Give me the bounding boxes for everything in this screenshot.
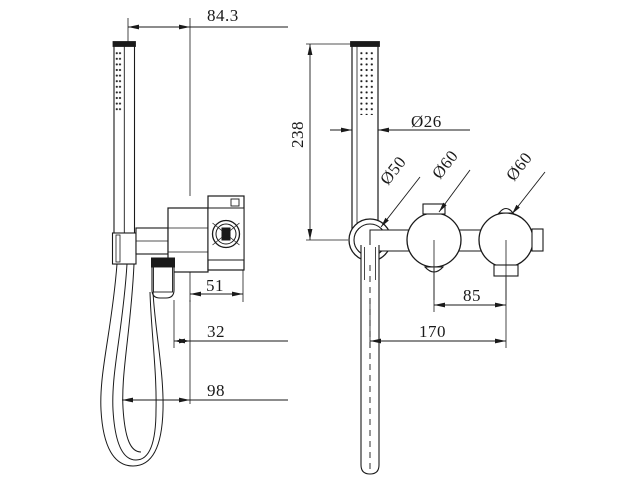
leader-60-b <box>511 171 546 215</box>
dimension-170 <box>369 300 507 348</box>
front-handle-mixer <box>478 207 544 300</box>
dimension-label-26: Ø26 <box>411 112 442 131</box>
front-view-dimensions <box>306 43 546 348</box>
side-handset <box>112 41 136 265</box>
dimension-32 <box>173 300 288 348</box>
dimension-label-51: 51 <box>206 276 224 295</box>
dimension-label-85: 85 <box>463 286 481 305</box>
dimension-label-60-b: Ø60 <box>502 149 536 185</box>
front-view-geometry <box>348 41 544 475</box>
dimension-98 <box>122 348 288 404</box>
dimension-26 <box>330 100 470 150</box>
dimension-238 <box>306 43 352 241</box>
dimension-51 <box>189 270 244 302</box>
leader-50 <box>380 176 421 228</box>
side-view-dimensions <box>122 18 288 404</box>
side-wall-bracket <box>135 227 169 255</box>
side-handle-escutcheon <box>207 195 245 271</box>
dimension-label-98: 98 <box>207 381 225 400</box>
side-handset-collar <box>111 232 137 265</box>
front-handle-diverter <box>406 203 462 300</box>
leader-60-a <box>438 169 471 213</box>
dimension-label-32: 32 <box>207 322 225 341</box>
dimension-label-170: 170 <box>419 322 446 341</box>
side-hose-outlet <box>151 257 175 299</box>
dimension-label-84-3: 84.3 <box>207 6 239 25</box>
front-handset <box>350 41 380 236</box>
dimension-84-3 <box>127 18 288 196</box>
front-shower-hose <box>360 245 380 475</box>
side-shower-hose <box>100 263 164 467</box>
dimension-label-50: Ø50 <box>376 153 410 189</box>
dimension-85 <box>433 268 507 312</box>
dimension-label-238: 238 <box>288 121 307 148</box>
side-view-geometry <box>100 41 245 467</box>
dimension-label-60-a: Ø60 <box>428 147 462 183</box>
